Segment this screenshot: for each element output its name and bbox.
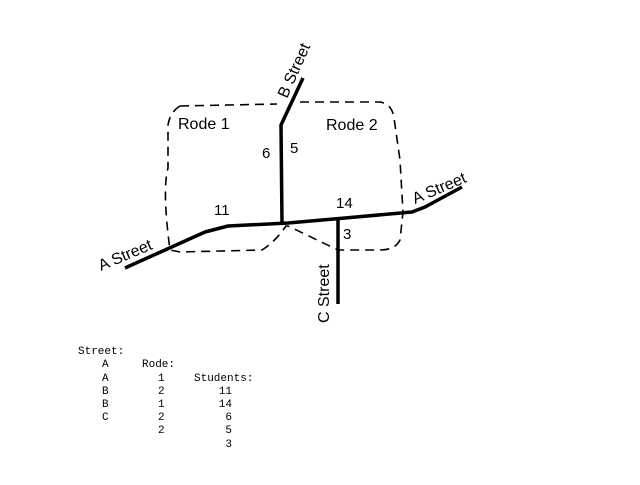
b-street-road <box>279 77 305 224</box>
count-c-rode-2: 3 <box>343 226 351 243</box>
table-row: A 1 11 <box>78 346 338 397</box>
header-rode: Rode: <box>142 359 176 372</box>
table-row: B 1 6 <box>78 373 338 424</box>
table-row: A 2 14 <box>78 359 338 411</box>
cell-street: C <box>102 412 109 425</box>
rode-1-label: Rode 1 <box>178 116 230 133</box>
rode-1-boundary <box>164 103 288 253</box>
cell-street: A <box>102 372 109 385</box>
count-b-rode-1: 6 <box>262 145 270 162</box>
cell-street: B <box>102 398 109 411</box>
cell-students: 14 <box>218 398 232 411</box>
cell-street: B <box>102 385 109 398</box>
cell-rode: 2 <box>158 385 165 398</box>
a-street-label-right: A Street <box>410 170 470 208</box>
cell-students: 5 <box>225 425 232 438</box>
cell-rode: 1 <box>158 398 165 411</box>
cell-students: 3 <box>225 438 232 451</box>
header-street: Street: <box>78 346 125 359</box>
cell-rode: 2 <box>158 412 165 425</box>
count-a-rode-2: 14 <box>336 195 353 212</box>
count-a-rode-1: 11 <box>214 202 230 219</box>
cell-rode: 2 <box>158 425 165 438</box>
a-street-road <box>124 185 463 270</box>
header-students: Students: <box>194 372 254 385</box>
cell-rode: 1 <box>158 372 165 385</box>
cell-street: A <box>102 359 109 372</box>
table-header: Street: Rode: Students: <box>78 333 338 384</box>
c-street-label: C Street <box>316 264 333 323</box>
rode-2-label: Rode 2 <box>326 117 378 134</box>
student-count-table: Street: Rode: Students: A 1 11 A 2 14 B … <box>78 333 338 450</box>
table-row: B 2 5 <box>78 386 338 437</box>
table-row: C 2 3 <box>78 399 338 450</box>
count-b-rode-2: 5 <box>290 140 298 157</box>
cell-students: 11 <box>218 385 232 398</box>
cell-students: 6 <box>225 412 232 425</box>
